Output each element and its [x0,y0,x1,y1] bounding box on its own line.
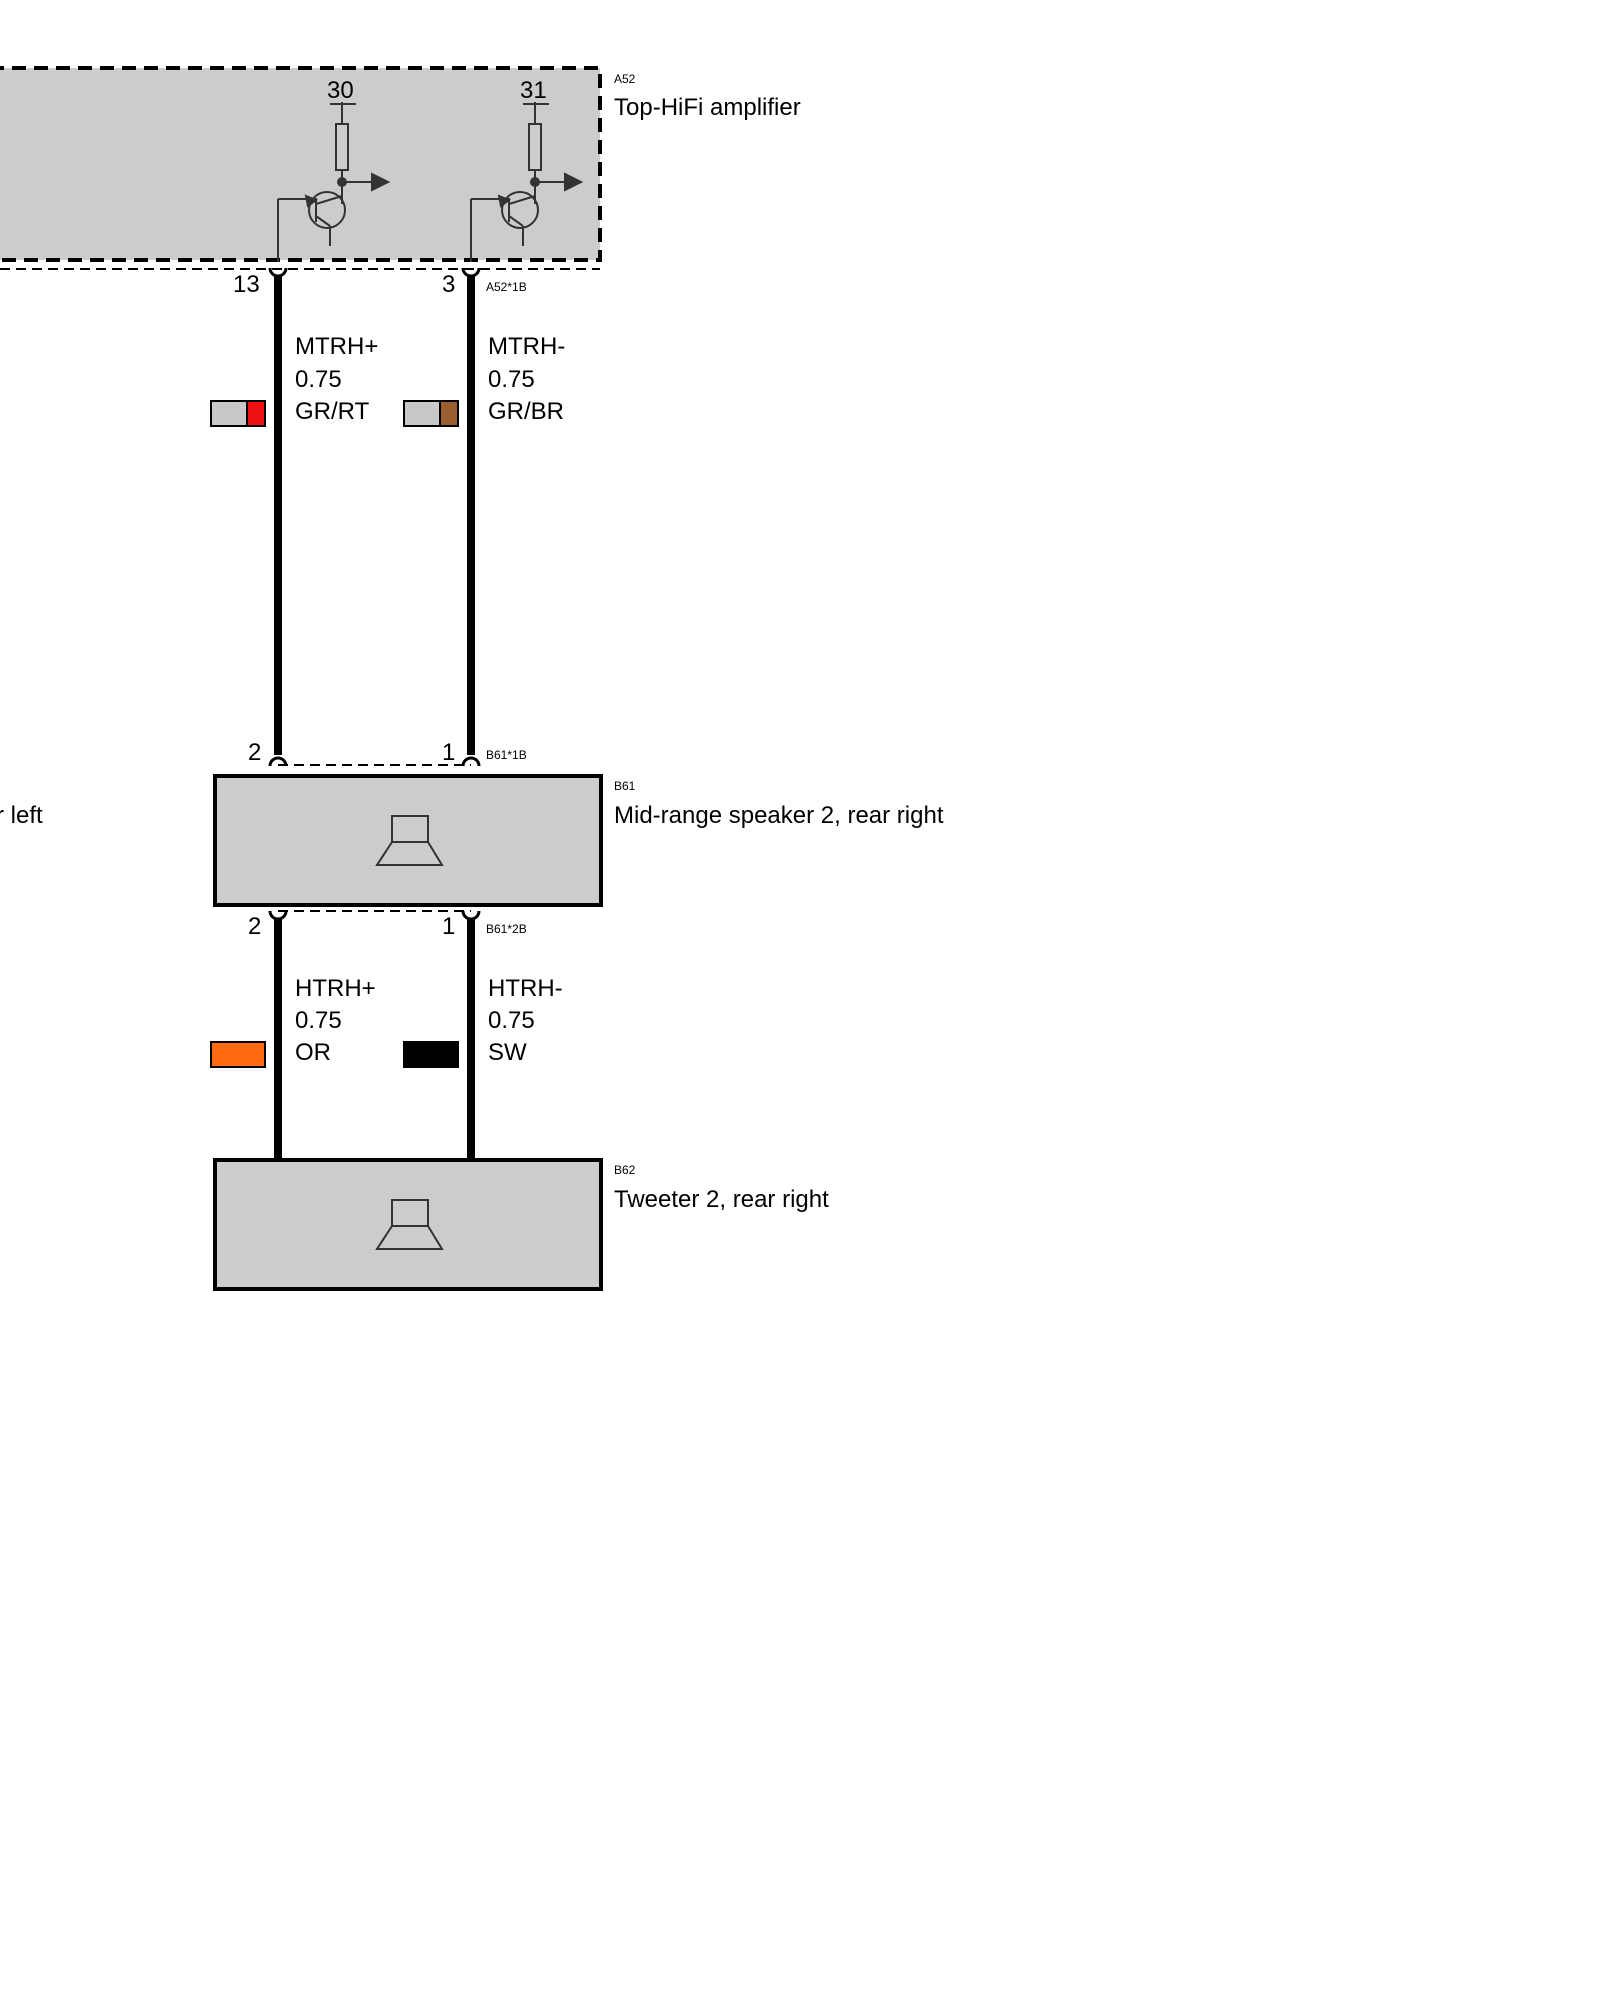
wire-mtrh-plus-gauge: 0.75 [295,366,342,393]
connector-b61-1b: B61*1B [486,748,527,762]
connector-hook-b61-2-top [268,756,288,767]
connector-b61-2b: B61*2B [486,922,527,936]
speaker-icon [375,815,444,866]
wire-htrh-plus-signal: HTRH+ [295,975,376,1002]
wire-htrh-minus-color: SW [488,1039,527,1066]
connector-hook-13 [268,267,288,278]
pin-3-label: 3 [442,271,455,298]
tweeter-speaker-icon [375,1199,444,1250]
pin-b61-2-label: 2 [248,739,261,766]
wire-mtrh-minus-color: GR/BR [488,398,564,425]
tweeter-id: B62 [614,1163,636,1177]
tweeter-box [213,1158,603,1291]
connector-a52-1b: A52*1B [486,280,527,294]
transistor-stage-2 [470,102,584,262]
amplifier-box [0,66,602,262]
wire-mtrh-plus-color: GR/RT [295,398,370,425]
offscreen-component-label: r left [0,802,43,829]
color-swatch-sw [403,1041,459,1068]
amplifier-id: A52 [614,72,636,86]
midrange-speaker-box [213,774,603,907]
connector-hook-b61-1-top [461,756,481,767]
amplifier-pin-31-label: 31 [520,77,547,104]
color-swatch-or [210,1041,266,1068]
color-swatch-gr-rt [210,400,266,427]
transistor-stage-1 [277,102,391,262]
pin-b61-2b-1-label: 1 [442,913,455,940]
wire-mtrh-plus-signal: MTRH+ [295,333,378,360]
connector-hook-b61-2-bottom [268,910,288,921]
amplifier-name: Top-HiFi amplifier [614,94,801,121]
midrange-name: Mid-range speaker 2, rear right [614,802,944,829]
midrange-id: B61 [614,779,636,793]
pin-13-label: 13 [233,271,260,298]
connector-hook-b61-1-bottom [461,910,481,921]
amplifier-pin-30-label: 30 [327,77,354,104]
connector-hook-3 [461,267,481,278]
pin-b61-2b-2-label: 2 [248,913,261,940]
wire-mtrh-minus-signal: MTRH- [488,333,565,360]
wire-htrh-minus-signal: HTRH- [488,975,563,1002]
tweeter-name: Tweeter 2, rear right [614,1186,829,1213]
wire-htrh-minus-gauge: 0.75 [488,1007,535,1034]
color-swatch-gr-br [403,400,459,427]
wire-mtrh-minus-gauge: 0.75 [488,366,535,393]
pin-b61-1-label: 1 [442,739,455,766]
wire-htrh-plus-color: OR [295,1039,331,1066]
wire-htrh-plus-gauge: 0.75 [295,1007,342,1034]
